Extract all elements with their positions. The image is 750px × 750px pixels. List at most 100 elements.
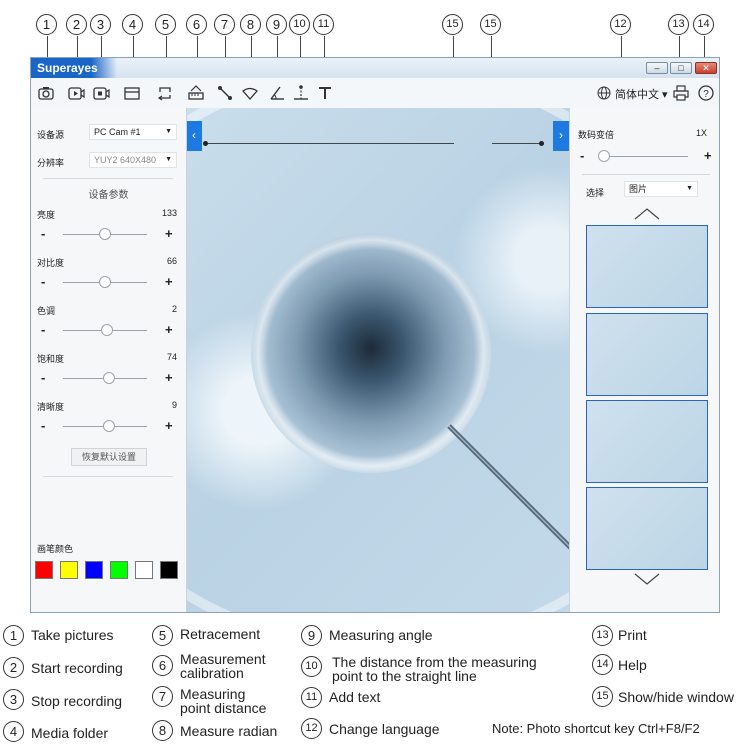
chevron-down-icon[interactable] — [634, 573, 660, 587]
retrace-icon[interactable] — [156, 84, 174, 102]
point-distance-icon[interactable] — [216, 84, 234, 102]
param-value: 74 — [166, 352, 177, 362]
param-slider-knob[interactable] — [103, 420, 116, 432]
callout-9: 9 — [266, 14, 287, 35]
camera-icon[interactable] — [37, 84, 55, 102]
zoom-plus-button[interactable]: + — [704, 148, 712, 163]
print-icon[interactable] — [672, 84, 690, 102]
zoom-slider-track[interactable] — [598, 156, 688, 157]
param-plus-button[interactable]: + — [165, 322, 173, 337]
param-plus-button[interactable]: + — [165, 370, 173, 385]
zoom-slider-knob[interactable] — [598, 150, 610, 162]
leader-15-left-horizontal — [205, 143, 454, 144]
right-panel-toggle[interactable]: › — [553, 121, 569, 151]
legend-item-7-line2: point distance — [180, 700, 267, 716]
media-type-select[interactable]: 图片 ▼ — [624, 181, 698, 197]
legend-number-15: 15 — [592, 686, 613, 707]
divider — [43, 178, 173, 179]
record-icon[interactable] — [67, 84, 85, 102]
left-panel-toggle[interactable]: ‹ — [186, 121, 202, 151]
color-swatch[interactable] — [60, 561, 78, 579]
minimize-button[interactable]: – — [646, 62, 668, 74]
color-swatch[interactable] — [35, 561, 53, 579]
param-minus-button[interactable]: - — [41, 370, 46, 385]
legend-number-6: 6 — [152, 655, 173, 676]
callout-14: 14 — [693, 14, 714, 35]
param-slider-knob[interactable] — [100, 324, 113, 336]
param-minus-button[interactable]: - — [41, 322, 46, 337]
thumbnail[interactable] — [586, 313, 708, 396]
param-label: 清晰度 — [37, 402, 65, 412]
legend-number-10: 10 — [301, 656, 322, 677]
radian-icon[interactable] — [241, 84, 259, 102]
legend-item-15: Show/hide window — [618, 689, 734, 705]
param-plus-button[interactable]: + — [165, 274, 173, 289]
chevron-down-icon: ▼ — [165, 156, 172, 163]
legend-number-8: 8 — [152, 720, 173, 741]
app-window: Superayes – □ ✕ — [30, 57, 720, 613]
param-label: 色调 — [37, 306, 56, 316]
callout-12: 12 — [610, 14, 631, 35]
resolution-select[interactable]: YUY2 640X480 ▼ — [89, 152, 177, 168]
line-distance-icon[interactable] — [292, 84, 310, 102]
param-slider-knob[interactable] — [99, 228, 111, 240]
reset-defaults-button[interactable]: 恢复默认设置 — [71, 448, 147, 466]
thumbnail[interactable] — [586, 400, 708, 483]
thumbnail[interactable] — [586, 225, 708, 308]
param-slider-knob[interactable] — [99, 276, 111, 288]
legend-item-12: Change language — [329, 721, 440, 737]
stop-record-icon[interactable] — [92, 84, 110, 102]
legend-number-9: 9 — [301, 625, 322, 646]
zoom-minus-button[interactable]: - — [580, 148, 585, 163]
thumbnail[interactable] — [586, 487, 708, 570]
legend-item-14: Help — [618, 657, 647, 673]
color-swatch[interactable] — [135, 561, 153, 579]
angle-icon[interactable] — [268, 84, 286, 102]
param-minus-button[interactable]: - — [41, 274, 46, 289]
legend-item-5: Retracement — [180, 626, 261, 642]
param-plus-button[interactable]: + — [165, 418, 173, 433]
svg-text:?: ? — [703, 89, 709, 100]
legend-item-13: Print — [618, 627, 647, 643]
param-plus-button[interactable]: + — [165, 226, 173, 241]
callout-5: 5 — [155, 14, 176, 35]
media-type-value: 图片 — [629, 184, 648, 194]
language-select[interactable]: 简体中文 ▾ — [615, 89, 668, 101]
param-minus-button[interactable]: - — [41, 418, 46, 433]
shortcut-note: Note: Photo shortcut key Ctrl+F8/F2 — [492, 721, 700, 736]
folder-icon[interactable] — [123, 84, 141, 102]
legend-number-14: 14 — [592, 654, 613, 675]
toolbar: 简体中文 ▾ ? — [31, 78, 719, 109]
resolution-label: 分辨率 — [37, 158, 65, 168]
resolution-value: YUY2 640X480 — [94, 155, 157, 165]
legend-item-7: Measuring — [180, 686, 246, 702]
callout-4: 4 — [122, 14, 143, 35]
help-icon[interactable]: ? — [697, 84, 715, 102]
text-icon[interactable] — [316, 84, 334, 102]
param-label: 对比度 — [37, 258, 65, 268]
callout-3: 3 — [90, 14, 111, 35]
color-swatch[interactable] — [110, 561, 128, 579]
callout-8: 8 — [240, 14, 261, 35]
color-swatch[interactable] — [160, 561, 178, 579]
color-swatch[interactable] — [85, 561, 103, 579]
calibration-icon[interactable] — [187, 84, 205, 102]
legend-item-9: Measuring angle — [329, 627, 433, 643]
legend-item-10-line2: point to the straight line — [332, 668, 477, 684]
param-minus-button[interactable]: - — [41, 226, 46, 241]
callout-15-right: 15 — [480, 14, 501, 35]
close-button[interactable]: ✕ — [695, 62, 717, 74]
maximize-button[interactable]: □ — [670, 62, 692, 74]
chevron-up-icon[interactable] — [634, 208, 660, 222]
zoom-label: 数码变倍 — [578, 130, 615, 140]
callout-13: 13 — [668, 14, 689, 35]
legend-item-3: Stop recording — [31, 693, 123, 709]
chevron-down-icon: ▼ — [686, 185, 693, 192]
callout-6: 6 — [186, 14, 207, 35]
legend-number-3: 3 — [3, 689, 24, 710]
device-source-select[interactable]: PC Cam #1▼ — [89, 124, 177, 140]
legend-item-6: Measurement — [180, 651, 266, 667]
legend-item-6-line2: calibration — [180, 665, 244, 681]
param-label: 饱和度 — [37, 354, 65, 364]
param-slider-knob[interactable] — [103, 372, 116, 384]
